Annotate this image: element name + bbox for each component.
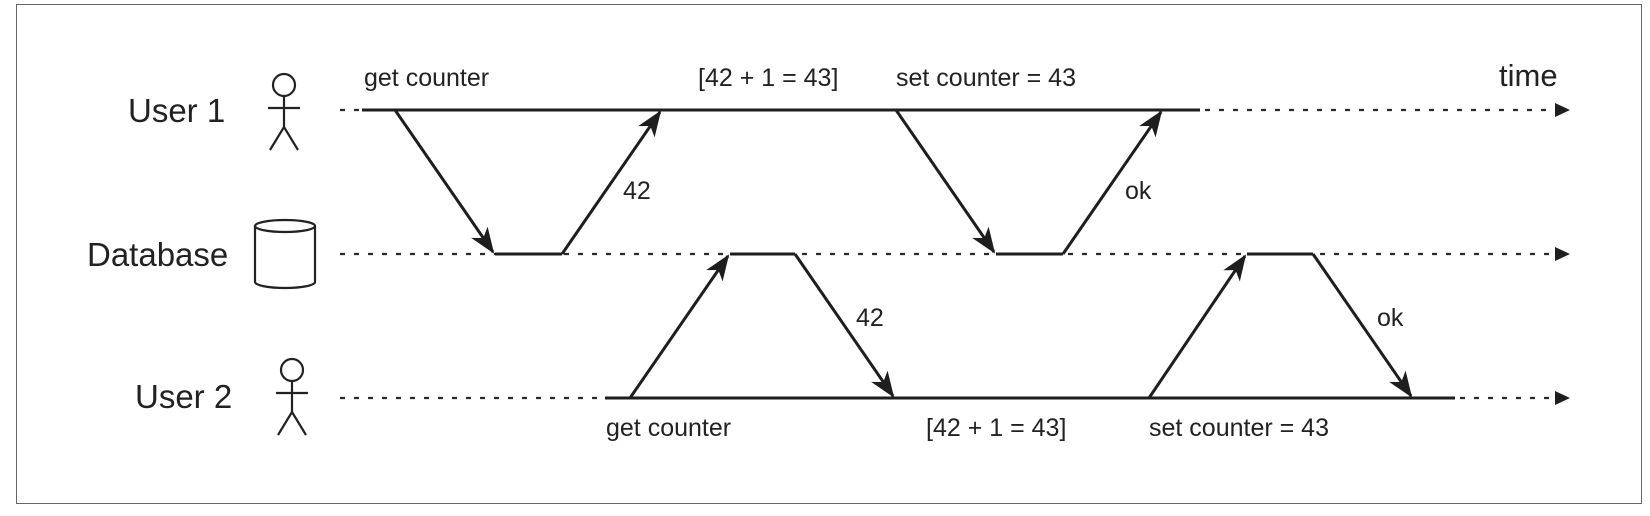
- user1-timeline: [340, 103, 1570, 117]
- user2-compute-label: [42 + 1 = 43]: [926, 414, 1066, 442]
- user2-get-request-arrow: [628, 254, 730, 399]
- user1-compute-label: [42 + 1 = 43]: [698, 64, 838, 92]
- user1-set-label: set counter = 43: [896, 64, 1076, 92]
- user1-get-response-arrow: [560, 110, 662, 255]
- time-label: time: [1499, 58, 1558, 93]
- cylinder-icon: [253, 218, 317, 290]
- user2-timeline: [340, 391, 1570, 405]
- database-timeline: [340, 247, 1570, 261]
- user2-get-response-arrow: [793, 253, 895, 398]
- user2-set-request-arrow: [1147, 254, 1247, 399]
- user2-read-response-label: 42: [856, 304, 884, 332]
- user1-set-response-arrow: [1061, 110, 1163, 255]
- user1-get-request-arrow: [393, 109, 495, 254]
- user1-set-request-arrow: [894, 109, 996, 254]
- stick-figure-icon: [276, 357, 308, 436]
- user1-get-label: get counter: [364, 64, 489, 92]
- user2-set-response-arrow: [1311, 253, 1413, 398]
- user2-write-response-label: ok: [1377, 304, 1404, 332]
- user2-set-label: set counter = 43: [1149, 414, 1329, 442]
- lane-label-database: Database: [87, 236, 228, 273]
- lane-label-user1: User 1: [128, 92, 225, 129]
- lane-label-user2: User 2: [135, 378, 232, 415]
- stick-figure-icon: [268, 72, 300, 151]
- user1-read-response-label: 42: [623, 177, 651, 205]
- user2-get-label: get counter: [606, 414, 731, 442]
- user1-write-response-label: ok: [1125, 177, 1152, 205]
